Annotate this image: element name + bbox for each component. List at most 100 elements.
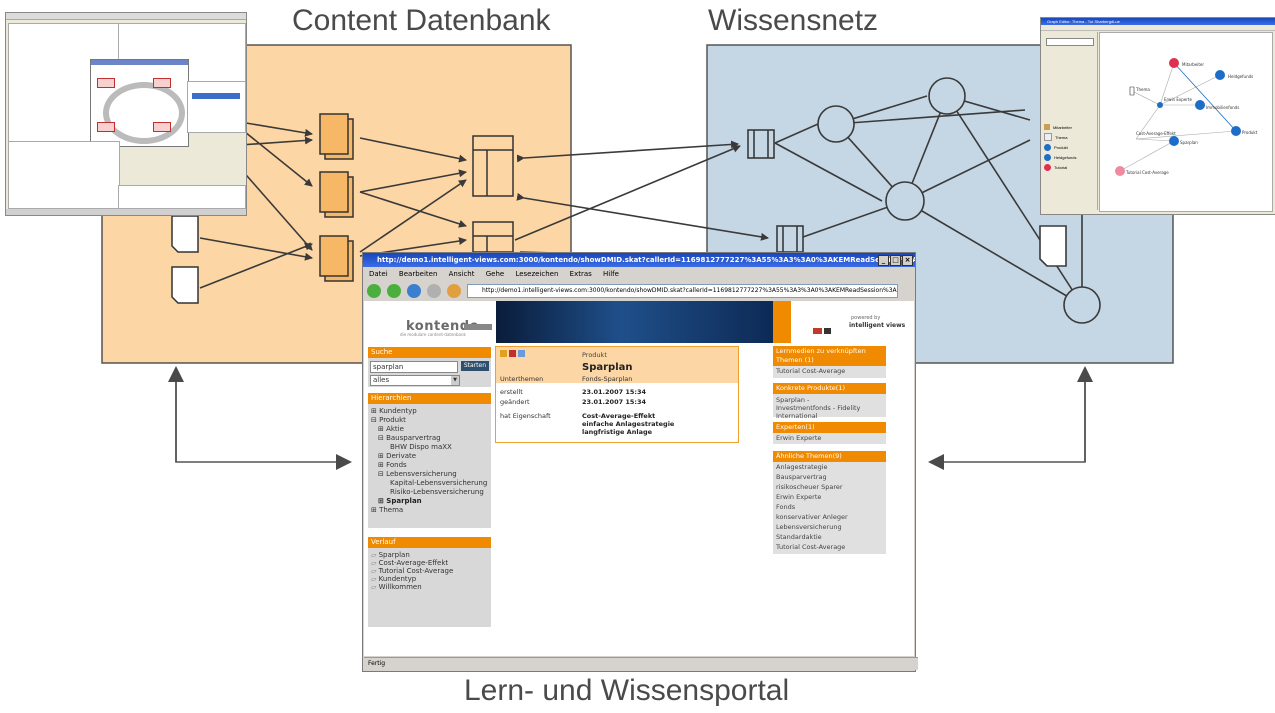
menu-gehe[interactable]: Gehe	[485, 270, 505, 278]
created-label: erstellt	[500, 388, 523, 396]
doc-white-1	[171, 215, 199, 253]
stop-icon[interactable]	[427, 284, 441, 298]
net-node-2	[928, 77, 966, 115]
tree-item[interactable]: ⊟ Produkt	[371, 416, 406, 424]
kontendo-logo: kontendo die modulare content-datenbank	[364, 301, 496, 343]
tree-item[interactable]: ⊞ Thema	[371, 506, 404, 514]
tree-item[interactable]: ⊞ Kundentyp	[371, 407, 417, 415]
expert-item[interactable]: Erwin Experte	[776, 434, 822, 442]
concrete-product-item[interactable]: Sparplan - Investmentfonds - Fidelity In…	[776, 396, 861, 420]
portal-arrows	[168, 366, 1093, 470]
doc-stack-3	[319, 235, 354, 282]
subtopics-label: Unterthemen	[500, 375, 544, 383]
history-item: ▱ Tutorial Cost-Average	[371, 567, 454, 575]
experts-panel: Experten(1) Erwin Experte	[773, 422, 886, 444]
svg-text:Mitarbeiter: Mitarbeiter	[1182, 62, 1204, 67]
history-item: ▱ Willkommen	[371, 583, 422, 591]
pdf-icon[interactable]	[509, 350, 516, 357]
similar-topic-item[interactable]: Standardaktie	[776, 533, 822, 541]
svg-text:Produkt: Produkt	[1242, 130, 1258, 135]
history-panel: Verlauf ▱ Sparplan ▱ Cost-Average-Effekt…	[368, 537, 491, 627]
menu-bearbeiten[interactable]: Bearbeiten	[398, 270, 438, 278]
net-node-3	[885, 181, 925, 221]
chevron-down-icon: ▼	[451, 376, 459, 385]
menu-ansicht[interactable]: Ansicht	[448, 270, 475, 278]
doc-stack-2	[319, 171, 354, 218]
reload-icon[interactable]	[407, 284, 421, 298]
history-item: ▱ Cost-Average-Effekt	[371, 559, 449, 567]
svg-text:Tutorial Cost-Average: Tutorial Cost-Average	[1125, 170, 1169, 175]
product-box: Produkt Sparplan Unterthemen Fonds-Sparp…	[495, 346, 739, 443]
menu-lesezeichen[interactable]: Lesezeichen	[515, 270, 559, 278]
link-icon: ▱	[371, 567, 379, 575]
tree-item[interactable]: BHW Dispo maXX	[390, 443, 452, 451]
changed-value: 23.01.2007 15:34	[582, 398, 647, 406]
tree-item[interactable]: ⊟ Bausparvertrag	[378, 434, 441, 442]
learning-media-item[interactable]: Tutorial Cost-Average	[776, 367, 846, 375]
svg-text:Cost-Average-Effekt: Cost-Average-Effekt	[1136, 131, 1176, 136]
similar-topic-item[interactable]: risikoscheuer Sparer	[776, 483, 843, 491]
forward-icon[interactable]	[387, 284, 401, 298]
net-doc	[1039, 225, 1067, 267]
nav-toolbar: http://demo1.intelligent-views.com:3000/…	[363, 281, 915, 301]
similar-topic-item[interactable]: Fonds	[776, 503, 796, 511]
link-icon: ▱	[371, 559, 379, 567]
menu-datei[interactable]: Datei	[369, 270, 388, 278]
property-value[interactable]: einfache Anlagestrategie	[582, 420, 675, 428]
start-button[interactable]: Starten	[460, 361, 489, 371]
web-pages	[472, 135, 514, 253]
similar-topic-item[interactable]: Tutorial Cost-Average	[776, 543, 846, 551]
similar-topic-item[interactable]: Erwin Experte	[776, 493, 822, 501]
net-page-2	[776, 225, 804, 253]
history-item: ▱ Sparplan	[371, 551, 410, 559]
svg-text:Thema: Thema	[1135, 87, 1150, 92]
tree-item[interactable]: ⊟ Lebensversicherung	[378, 470, 457, 478]
net-node-4	[1063, 286, 1101, 324]
tree-item[interactable]: Risiko-Lebensversicherung	[390, 488, 484, 496]
content-db-title: Content Datenbank	[292, 4, 551, 37]
tree-item[interactable]: ⊞ Aktie	[378, 425, 404, 433]
svg-text:Sparplan: Sparplan	[1180, 140, 1198, 145]
similar-topic-item[interactable]: Lebensversicherung	[776, 523, 842, 531]
webpage-1	[472, 135, 514, 197]
product-title: Sparplan	[582, 362, 633, 373]
menu-extras[interactable]: Extras	[569, 270, 592, 278]
search-heading: Suche	[368, 347, 491, 358]
svg-text:Heldgefunds: Heldgefunds	[1228, 74, 1253, 79]
header-accent	[773, 301, 791, 343]
svg-text:Immobilienfonds: Immobilienfonds	[1206, 105, 1239, 110]
network-nodes	[747, 77, 1101, 324]
property-value[interactable]: Cost-Average-Effekt	[582, 412, 656, 420]
history-item: ▱ Kundentyp	[371, 575, 417, 583]
wissensnetz-title: Wissensnetz	[708, 4, 879, 37]
powered-by: powered by intelligent views	[791, 301, 914, 343]
search-input[interactable]: sparplan	[370, 361, 458, 373]
url-field[interactable]: http://demo1.intelligent-views.com:3000/…	[467, 284, 898, 298]
property-value[interactable]: langfristige Anlage	[582, 428, 653, 436]
diagram-window	[90, 59, 189, 147]
similar-topic-item[interactable]: konservativer Anleger	[776, 513, 848, 521]
subtopics-value[interactable]: Fonds-Sparplan	[582, 375, 633, 383]
home-icon[interactable]	[447, 284, 461, 298]
menu-bar: Datei Bearbeiten Ansicht Gehe Lesezeiche…	[363, 267, 915, 281]
tree-item[interactable]: Kapital-Lebensversicherung	[390, 479, 488, 487]
maximize-icon[interactable]: □	[890, 255, 901, 266]
tree-item[interactable]: ⊞ Derivate	[378, 452, 417, 460]
minimize-icon[interactable]: _	[878, 255, 889, 266]
hierarchy-panel: Hierarchien ⊞ Kundentyp ⊟ Produkt ⊞ Akti…	[368, 393, 491, 528]
graph-editor-title: Graph Editor: Thema - Tut Sharbergdl-ue	[1041, 18, 1275, 25]
tree-item[interactable]: ⊞ Fonds	[378, 461, 407, 469]
tree-item-selected[interactable]: ⊞ Sparplan	[378, 497, 422, 505]
similar-topic-item[interactable]: Bausparvertrag	[776, 473, 827, 481]
status-bar: Fertig	[364, 657, 918, 670]
close-icon[interactable]: ×	[902, 255, 913, 266]
scope-select[interactable]: alles ▼	[370, 375, 460, 386]
svg-text:Erwin Experte: Erwin Experte	[1164, 97, 1192, 102]
back-icon[interactable]	[367, 284, 381, 298]
similar-topic-item[interactable]: Anlagestrategie	[776, 463, 828, 471]
edit-icon[interactable]	[500, 350, 507, 357]
menu-hilfe[interactable]: Hilfe	[603, 270, 619, 278]
browser-titlebar: http://demo1.intelligent-views.com:3000/…	[363, 253, 915, 267]
graph-editor-screenshot: Graph Editor: Thema - Tut Sharbergdl-ue …	[1040, 17, 1275, 215]
print-icon[interactable]	[518, 350, 525, 357]
